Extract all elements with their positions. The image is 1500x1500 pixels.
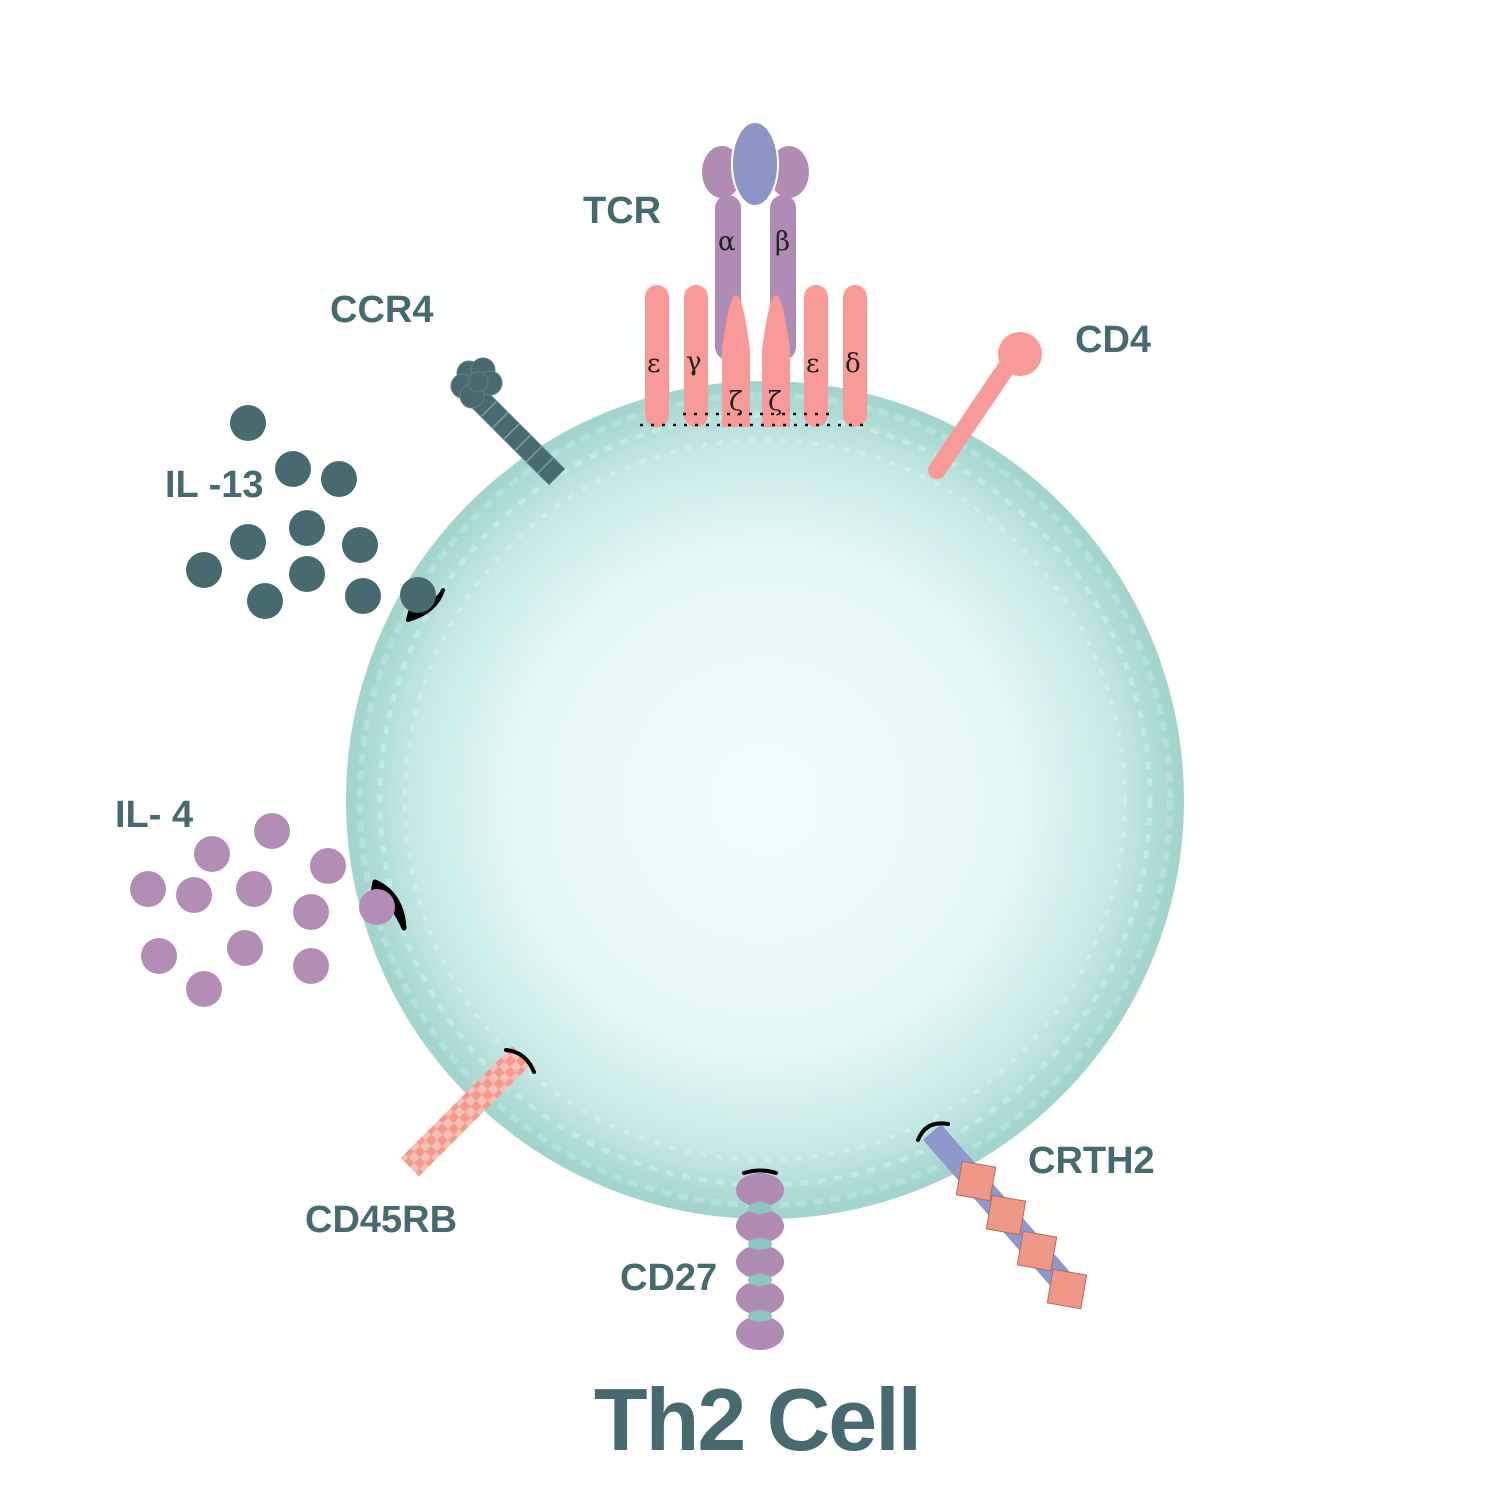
delta-symbol: δ xyxy=(845,349,861,379)
cd3-epsilon-left-chain xyxy=(645,285,669,427)
il4-dot xyxy=(293,894,329,930)
zeta-right-symbol: ζ xyxy=(768,387,782,417)
il13-dot xyxy=(321,461,357,497)
il13-receptor xyxy=(400,577,445,622)
beta-symbol: β xyxy=(775,227,790,257)
il13-molecules xyxy=(186,405,381,619)
il13-dot xyxy=(289,510,325,546)
tcr-variable-domain xyxy=(731,121,779,207)
il13-dot xyxy=(342,527,378,563)
ccr4-label: CCR4 xyxy=(330,289,433,331)
ccr4-receptor xyxy=(450,357,566,486)
epsilon-left-symbol: ε xyxy=(647,349,660,379)
il4-dot xyxy=(293,948,329,984)
cd3-gamma-chain xyxy=(684,285,708,427)
cd45rb-receptor xyxy=(400,1046,536,1177)
cd45rb-label: CD45RB xyxy=(305,1199,457,1241)
il13-dot xyxy=(230,405,266,441)
il13-dot xyxy=(289,556,325,592)
tcr-complex: α β ε γ ζ ζ ε δ xyxy=(640,121,870,427)
il4-label: IL- 4 xyxy=(115,794,193,836)
il13-dot xyxy=(275,451,311,487)
il4-receptor xyxy=(359,879,407,931)
il4-dot xyxy=(227,930,263,966)
il4-dot xyxy=(310,848,346,884)
il4-dot xyxy=(176,877,212,913)
il4-dot xyxy=(130,871,166,907)
crth2-label: CRTH2 xyxy=(1028,1140,1155,1182)
il4-dot xyxy=(194,836,230,872)
il13-label: IL -13 xyxy=(165,464,264,506)
cd3-epsilon-right-chain xyxy=(804,285,828,427)
cd27-receptor xyxy=(736,1168,784,1350)
il13-dot xyxy=(186,552,222,588)
epsilon-right-symbol: ε xyxy=(806,349,819,379)
cd3-zeta-right-chain xyxy=(762,295,790,427)
il13-dot xyxy=(247,583,283,619)
cd4-label: CD4 xyxy=(1075,319,1151,361)
il4-molecules xyxy=(130,813,346,1007)
cd3-delta-chain xyxy=(843,285,867,427)
il13-dot xyxy=(230,524,266,560)
il4-dot xyxy=(141,938,177,974)
il4-dot xyxy=(236,871,272,907)
crth2-receptor xyxy=(916,1121,1088,1310)
cd4-receptor xyxy=(928,332,1042,479)
zeta-left-symbol: ζ xyxy=(729,387,743,417)
il4-dot xyxy=(254,813,290,849)
gamma-symbol: γ xyxy=(686,347,702,377)
tcr-label: TCR xyxy=(583,190,661,232)
alpha-symbol: α xyxy=(718,227,736,257)
cell-body xyxy=(346,381,1184,1219)
il4-dot xyxy=(186,971,222,1007)
diagram-title: Th2 Cell xyxy=(594,1370,920,1469)
cd3-zeta-left-chain xyxy=(722,295,750,427)
il13-dot xyxy=(345,578,381,614)
cd27-label: CD27 xyxy=(620,1257,717,1299)
